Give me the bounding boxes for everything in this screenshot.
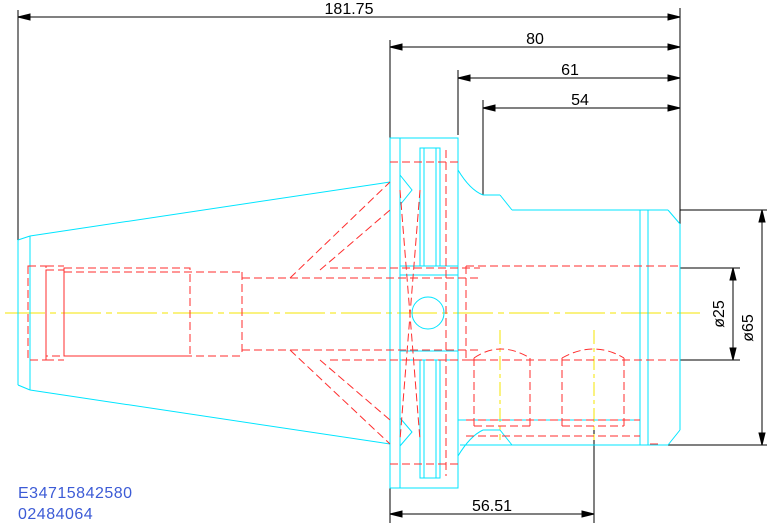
part-number-label: E34715842580	[18, 485, 133, 502]
dim-length-54: 54	[571, 92, 589, 109]
dim-bottom-length: 56.51	[472, 498, 512, 515]
dim-body-diameter: ø65	[740, 314, 757, 342]
sub-number-label: 02484064	[18, 506, 94, 523]
dim-flange-to-end: 80	[526, 31, 544, 48]
part-outline	[17, 137, 681, 489]
dim-length-61: 61	[561, 62, 579, 79]
dim-overall-length: 181.75	[325, 1, 374, 18]
dimension-lines	[17, 8, 767, 523]
hidden-lines	[27, 150, 680, 476]
centerlines	[5, 312, 700, 440]
dim-bore-diameter: ø25	[711, 300, 728, 328]
